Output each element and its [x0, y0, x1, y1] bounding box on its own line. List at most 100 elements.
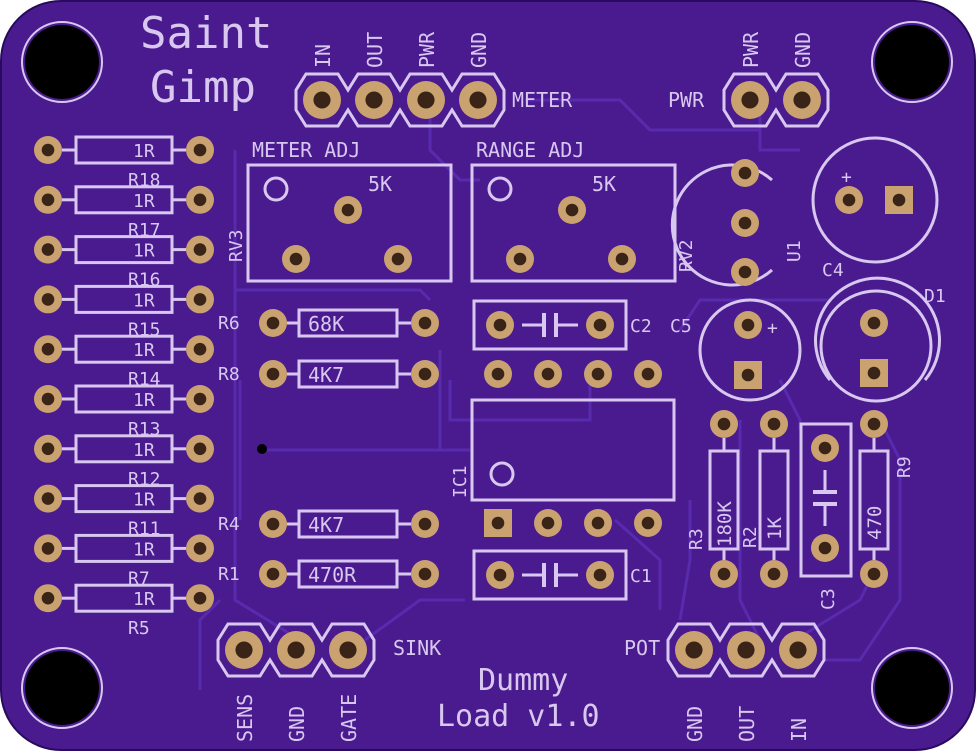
header-pin-label: IN	[787, 718, 811, 742]
ic-pin-pad	[584, 509, 612, 537]
header-pin-pad-gnd	[783, 81, 821, 119]
resistor-pad	[259, 560, 287, 588]
trimmer-ref-rv3: RV3	[226, 229, 247, 262]
electrolytic-outline	[698, 298, 802, 402]
header-pin-pad-gnd	[277, 631, 315, 669]
header-outline	[294, 72, 506, 128]
resistor-body	[74, 185, 174, 215]
capacitor-outline	[472, 299, 628, 351]
resistor-pad	[34, 484, 62, 513]
ic-pin1-marker	[489, 461, 515, 487]
resistor-body	[708, 449, 740, 551]
trimmer-title: METER ADJ	[252, 138, 360, 162]
electrolytic-outline	[811, 136, 939, 264]
resistor-pad	[34, 235, 62, 264]
ic-pin-pad	[484, 509, 512, 537]
led-pad	[860, 309, 888, 337]
resistor-pad	[186, 385, 214, 413]
title-line2: Gimp	[150, 62, 256, 113]
capacitor-pad	[811, 434, 839, 462]
footer-line1: Dummy	[478, 663, 568, 698]
header-pin-pad-gnd	[459, 81, 497, 119]
led-pad	[860, 359, 888, 387]
header-pin-label: GATE	[337, 694, 361, 742]
sink-header-label: SINK	[393, 636, 441, 660]
header-pin-label: OUT	[363, 32, 387, 68]
resistor-value: 1R	[133, 440, 155, 461]
ic-pin-pad	[584, 360, 612, 388]
resistor-ref: R5	[128, 618, 150, 639]
bank-resistor-r14	[34, 335, 214, 364]
polarity-mark: +	[767, 318, 778, 339]
trimmer-pad	[384, 245, 412, 273]
capacitor-ref-c5: C5	[670, 316, 692, 337]
resistor-body	[297, 359, 399, 389]
bank-resistor-r5	[34, 584, 214, 613]
header-pin-pad-sens	[225, 631, 263, 669]
header-pin-label: GND	[467, 32, 491, 68]
resistor-pad	[411, 309, 439, 337]
u1-pad	[731, 209, 759, 237]
resistor-ref: R4	[218, 514, 240, 535]
resistor-ref: R1	[218, 564, 240, 585]
resistor-value: 1R	[133, 290, 155, 311]
resistor-value: 1R	[133, 589, 155, 610]
header-pin-label: OUT	[735, 706, 759, 742]
ic1-chip	[484, 360, 662, 537]
resistor-pad	[860, 410, 888, 438]
mounting-holes	[21, 21, 953, 729]
resistor-pad	[34, 136, 62, 164]
resistor-body	[74, 484, 174, 514]
capacitor-outline	[799, 422, 853, 578]
resistor-pad	[186, 335, 214, 364]
header-pin-label: GND	[683, 706, 707, 742]
u1-ref: U1	[784, 240, 805, 262]
capacitor-outline	[472, 549, 628, 601]
resistor-r1	[259, 560, 439, 588]
resistor-r6	[259, 309, 439, 337]
u1-pad	[731, 159, 759, 187]
resistor-r8	[259, 360, 439, 388]
resistor-pad	[186, 285, 214, 314]
resistor-body	[74, 135, 174, 165]
resistor-pad	[34, 285, 62, 314]
bank-resistor-r17	[34, 185, 214, 214]
ic-pin-pad	[634, 509, 662, 537]
resistor-ref: R6	[218, 313, 240, 334]
bank-resistor-r18	[34, 136, 214, 164]
resistor-pad	[34, 584, 62, 613]
header-pin-pad-in	[303, 81, 341, 119]
resistor-r3	[710, 410, 738, 588]
resistor-pad	[34, 185, 62, 214]
resistor-pad	[411, 510, 439, 538]
trimmer-wiper-pad	[558, 196, 586, 224]
resistor-body	[74, 434, 174, 464]
resistor-pad	[760, 410, 788, 438]
header-pin-label: IN	[311, 44, 335, 68]
resistor-pad	[34, 335, 62, 364]
header-pin-pad-gate	[329, 631, 367, 669]
header-pin-pad-gnd	[675, 631, 713, 669]
capacitor-pad	[811, 534, 839, 562]
ic-outline	[470, 398, 676, 502]
polarity-mark: +	[841, 167, 852, 188]
led-outline	[814, 276, 941, 381]
header-pin-pad-pwr	[407, 81, 445, 119]
meter-header-label: METER	[512, 88, 573, 112]
bank-resistor-r7	[34, 534, 214, 563]
trimmer-title: RANGE ADJ	[476, 138, 584, 162]
resistor-body	[858, 449, 890, 551]
header-pin-pad-out	[355, 81, 393, 119]
resistor-pad	[411, 560, 439, 588]
ic-ref: IC1	[450, 465, 471, 498]
resistor-value: 1R	[133, 241, 155, 262]
u1-regulator	[670, 159, 773, 287]
resistor-value: 1R	[133, 490, 155, 511]
bank-resistor-r12	[34, 434, 214, 463]
title-line1: Saint	[140, 8, 272, 59]
capacitor-pad	[586, 311, 614, 339]
header-pin-pad-pwr	[731, 81, 769, 119]
